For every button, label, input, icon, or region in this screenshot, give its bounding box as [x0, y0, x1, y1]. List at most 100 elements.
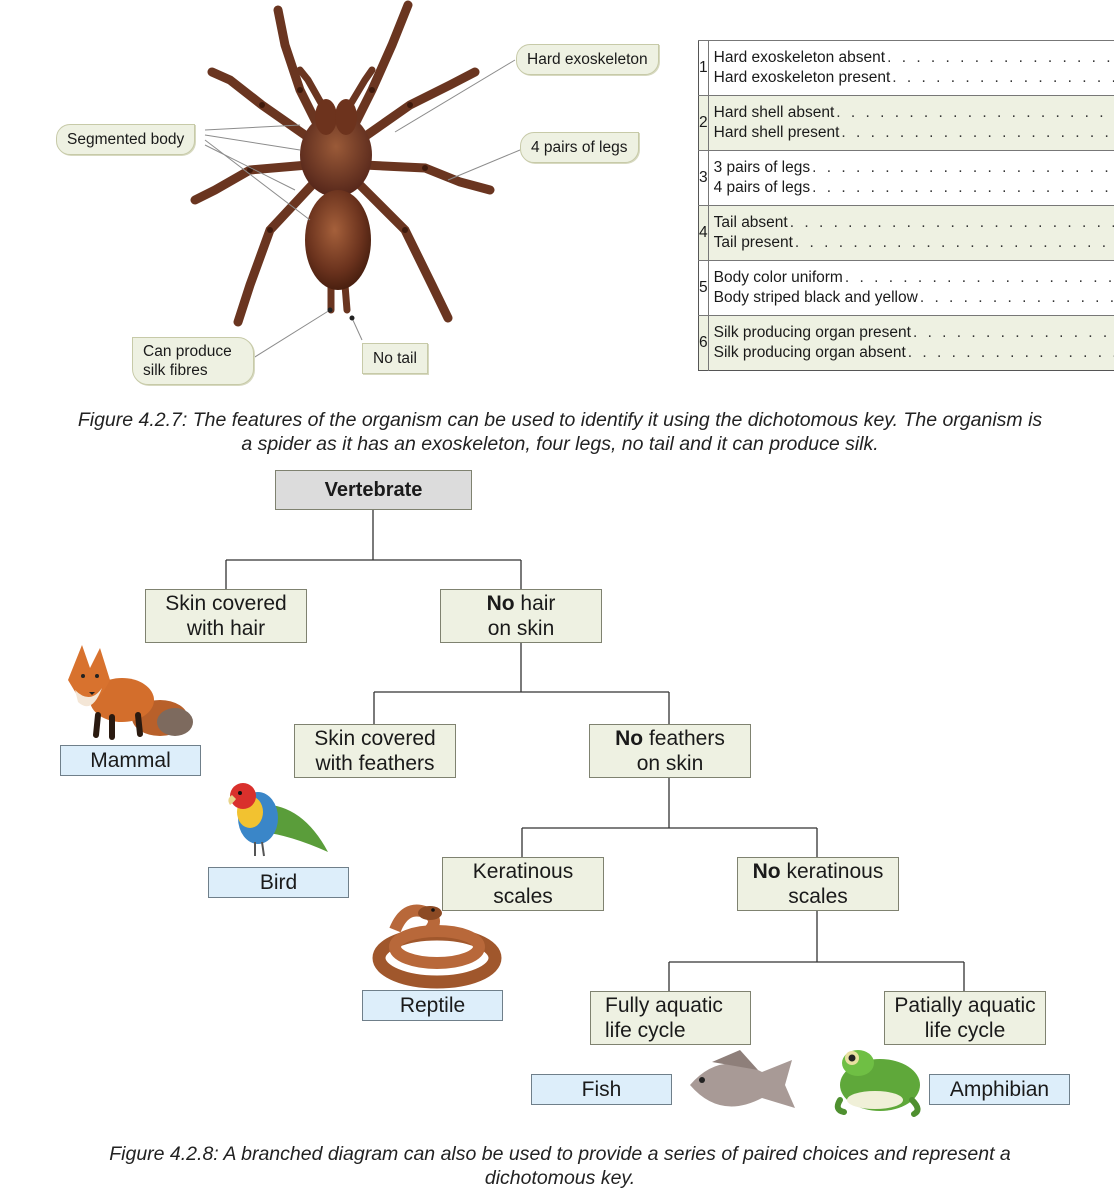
node-no-keratinous-line1: No keratinous [753, 859, 884, 884]
key-step-number: 1 [698, 40, 709, 96]
label-bird: Bird [208, 867, 349, 898]
callout-silk: Can produce silk fibres [132, 337, 254, 385]
key-choice-label: Tail present [713, 234, 793, 251]
fish-illustration [690, 1050, 795, 1108]
callout-legs: 4 pairs of legs [520, 132, 639, 163]
label-reptile: Reptile [362, 990, 503, 1021]
node-no-feathers-text: feathers [643, 727, 725, 750]
key-choice: Hard exoskeleton present.3 [709, 68, 1114, 88]
node-skin-feathers: Skin covered with feathers [294, 724, 456, 778]
node-fully-aquatic-line1: Fully aquatic [605, 994, 723, 1017]
key-choice-label: Body color uniform [713, 269, 843, 286]
key-choices: 3 pairs of legs54 pairs of legs4 [708, 150, 1114, 206]
node-partially-aquatic-line1: Patially aquatic [894, 994, 1036, 1017]
node-no-keratinous-line2: scales [788, 885, 848, 908]
key-choice: 4 pairs of legs4 [709, 178, 1114, 198]
node-skin-feathers-line1: Skin covered [314, 727, 436, 750]
key-choice-label: Silk producing organ absent [713, 344, 906, 361]
key-choice-label: Hard exoskeleton present [713, 69, 891, 86]
key-choice-label: Tail absent [713, 214, 788, 231]
callout-silk-line2: silk fibres [143, 362, 208, 379]
node-no-hair-text: hair [514, 592, 556, 615]
node-skin-hair: Skin covered with hair [145, 589, 307, 643]
key-choice: 3 pairs of legs5 [709, 158, 1114, 178]
node-fully-aquatic-line2: life cycle [605, 1019, 686, 1042]
caption2-line2: dichotomous key. [484, 1167, 636, 1189]
key-step-number: 3 [698, 150, 709, 206]
key-choice-label: Silk producing organ present [713, 324, 911, 341]
key-row: 33 pairs of legs54 pairs of legs4 [698, 150, 1114, 206]
key-choice-label: Body striped black and yellow [713, 289, 918, 306]
key-choice-label: 3 pairs of legs [713, 159, 811, 176]
node-no-feathers: No feathers on skin [589, 724, 751, 778]
key-choice: Silk producing organ absent.Mite [709, 343, 1114, 363]
node-partially-aquatic: Patially aquatic life cycle [884, 991, 1046, 1045]
callout-no-tail: No tail [362, 343, 428, 374]
node-no-keratinous-text: keratinous [780, 860, 884, 883]
key-step-number: 4 [698, 205, 709, 261]
node-vertebrate: Vertebrate [275, 470, 472, 510]
node-partially-aquatic-line2: life cycle [924, 1019, 1006, 1042]
label-fish: Fish [531, 1074, 672, 1105]
key-choice-label: Hard exoskeleton absent [713, 49, 886, 66]
node-skin-hair-line1: Skin covered [165, 592, 287, 615]
key-step-number: 5 [698, 260, 709, 316]
key-choice-label: Hard shell present [713, 124, 840, 141]
key-choice-label: 4 pairs of legs [713, 179, 811, 196]
key-choices: Silk producing organ presentSpiderSilk p… [708, 315, 1114, 371]
label-mammal: Mammal [60, 745, 201, 776]
node-no-hair-line2: on skin [487, 617, 555, 640]
node-no-keratinous-bold: No [752, 860, 781, 883]
node-no-hair-bold: No [486, 592, 515, 615]
key-choices: Body color uniformAntBody striped black … [708, 260, 1114, 316]
key-choice: Body color uniformAnt [709, 268, 1114, 288]
key-choice: Hard exoskeleton absent2 [709, 48, 1114, 68]
key-choice: Tail absent.6 [709, 213, 1114, 233]
figure-caption-1: Figure 4.2.7: The features of the organi… [40, 408, 1080, 456]
node-no-feathers-bold: No [615, 727, 644, 750]
node-keratinous-scales: Keratinous scales [442, 857, 604, 911]
key-choice-label: Hard shell absent [713, 104, 835, 121]
callout-silk-line1: Can produce [143, 343, 232, 360]
node-fully-aquatic: Fully aquatic life cycle [590, 991, 751, 1045]
spider-illustration [190, 0, 521, 361]
figure-caption-2: Figure 4.2.8: A branched diagram can als… [40, 1142, 1080, 1190]
fox-illustration [68, 645, 193, 740]
key-step-number: 2 [698, 95, 709, 151]
callout-hard-exoskeleton: Hard exoskeleton [516, 44, 659, 75]
frog-illustration [834, 1050, 921, 1117]
parrot-illustration [228, 783, 328, 857]
key-choices: Tail absent.6Tail presentScorpion [708, 205, 1114, 261]
snake-illustration [372, 904, 502, 989]
caption1-line1: Figure 4.2.7: The features of the organi… [77, 409, 1043, 431]
node-keratinous-line2: scales [493, 885, 553, 908]
node-no-hair-line1: No hair [487, 591, 556, 616]
node-no-feathers-line2: on skin [636, 752, 704, 775]
node-keratinous-line1: Keratinous [472, 860, 574, 883]
key-choice: Hard shell presentSnail [709, 123, 1114, 143]
callout-segmented-body: Segmented body [56, 124, 196, 155]
key-choices: Hard exoskeleton absent2Hard exoskeleton… [708, 40, 1114, 96]
key-choices: Hard shell absentSlugHard shell presentS… [708, 95, 1114, 151]
key-step-number: 6 [698, 315, 709, 371]
key-choice: Hard shell absentSlug [709, 103, 1114, 123]
node-skin-hair-line2: with hair [186, 617, 266, 640]
caption1-line2: a spider as it has an exoskeleton, four … [241, 433, 879, 455]
key-choice: Tail presentScorpion [709, 233, 1114, 253]
key-choice: Silk producing organ presentSpider [709, 323, 1114, 343]
node-no-hair: No hair on skin [440, 589, 602, 643]
label-amphibian: Amphibian [929, 1074, 1070, 1105]
caption2-line1: Figure 4.2.8: A branched diagram can als… [109, 1143, 1011, 1165]
node-no-keratinous: No keratinous scales [737, 857, 899, 911]
node-no-feathers-line1: No feathers [615, 726, 725, 751]
node-skin-feathers-line2: with feathers [315, 752, 435, 775]
key-choice: Body striped black and yellowWasp [709, 288, 1114, 308]
